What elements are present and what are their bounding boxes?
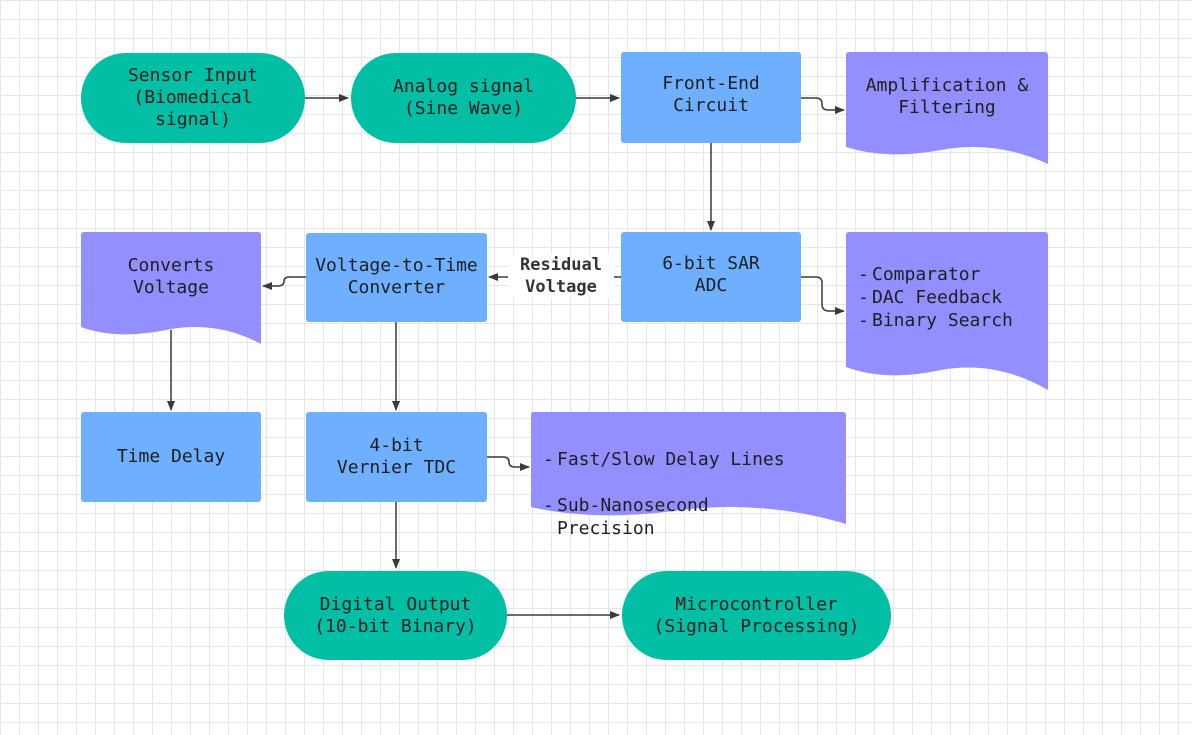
edge-sar-to-notes (801, 276, 845, 315)
tdc-notes-list: Fast/Slow Delay Lines Sub-Nanosecond Pre… (543, 425, 785, 563)
node-front-end-circuit[interactable]: Front-End Circuit (621, 52, 801, 143)
note-amplification-text: Amplification & Filtering (865, 75, 1029, 118)
node-analog-signal[interactable]: Analog signal (Sine Wave) (351, 53, 576, 143)
node-sensor-input[interactable]: Sensor Input (Biomedical signal) (81, 53, 305, 143)
tdc-note-delay-lines: Fast/Slow Delay Lines (543, 448, 785, 471)
note-converts-voltage-text: Converts Voltage (127, 255, 215, 298)
node-sar-adc[interactable]: 6-bit SAR ADC (621, 232, 801, 322)
note-sar-details[interactable]: Comparator DAC Feedback Binary Search (846, 232, 1048, 390)
sar-notes-list: Comparator DAC Feedback Binary Search (858, 263, 1013, 332)
sar-note-binary-search: Binary Search (858, 309, 1013, 332)
edge-vtc-to-converts (262, 276, 306, 290)
node-microcontroller[interactable]: Microcontroller (Signal Processing) (622, 571, 891, 660)
sar-note-dac-feedback: DAC Feedback (858, 286, 1013, 309)
node-vernier-tdc[interactable]: 4-bit Vernier TDC (306, 412, 487, 502)
note-converts-voltage[interactable]: Converts Voltage (81, 232, 261, 344)
document-shape (81, 232, 261, 344)
node-time-delay[interactable]: Time Delay (81, 412, 261, 502)
edge-tdc-to-notes (487, 456, 530, 471)
sar-note-comparator: Comparator (858, 263, 1013, 286)
document-shape (846, 52, 1048, 164)
note-tdc-details[interactable]: Fast/Slow Delay Lines Sub-Nanosecond Pre… (531, 412, 846, 539)
node-digital-output[interactable]: Digital Output (10-bit Binary) (284, 571, 507, 660)
edge-label-residual-voltage: Residual Voltage (508, 254, 614, 298)
note-amplification-filtering[interactable]: Amplification & Filtering (846, 52, 1048, 164)
edge-frontend-to-amplification (801, 97, 845, 114)
node-voltage-to-time-converter[interactable]: Voltage-to-Time Converter (306, 233, 487, 322)
tdc-note-precision: Sub-Nanosecond Precision (543, 494, 785, 540)
